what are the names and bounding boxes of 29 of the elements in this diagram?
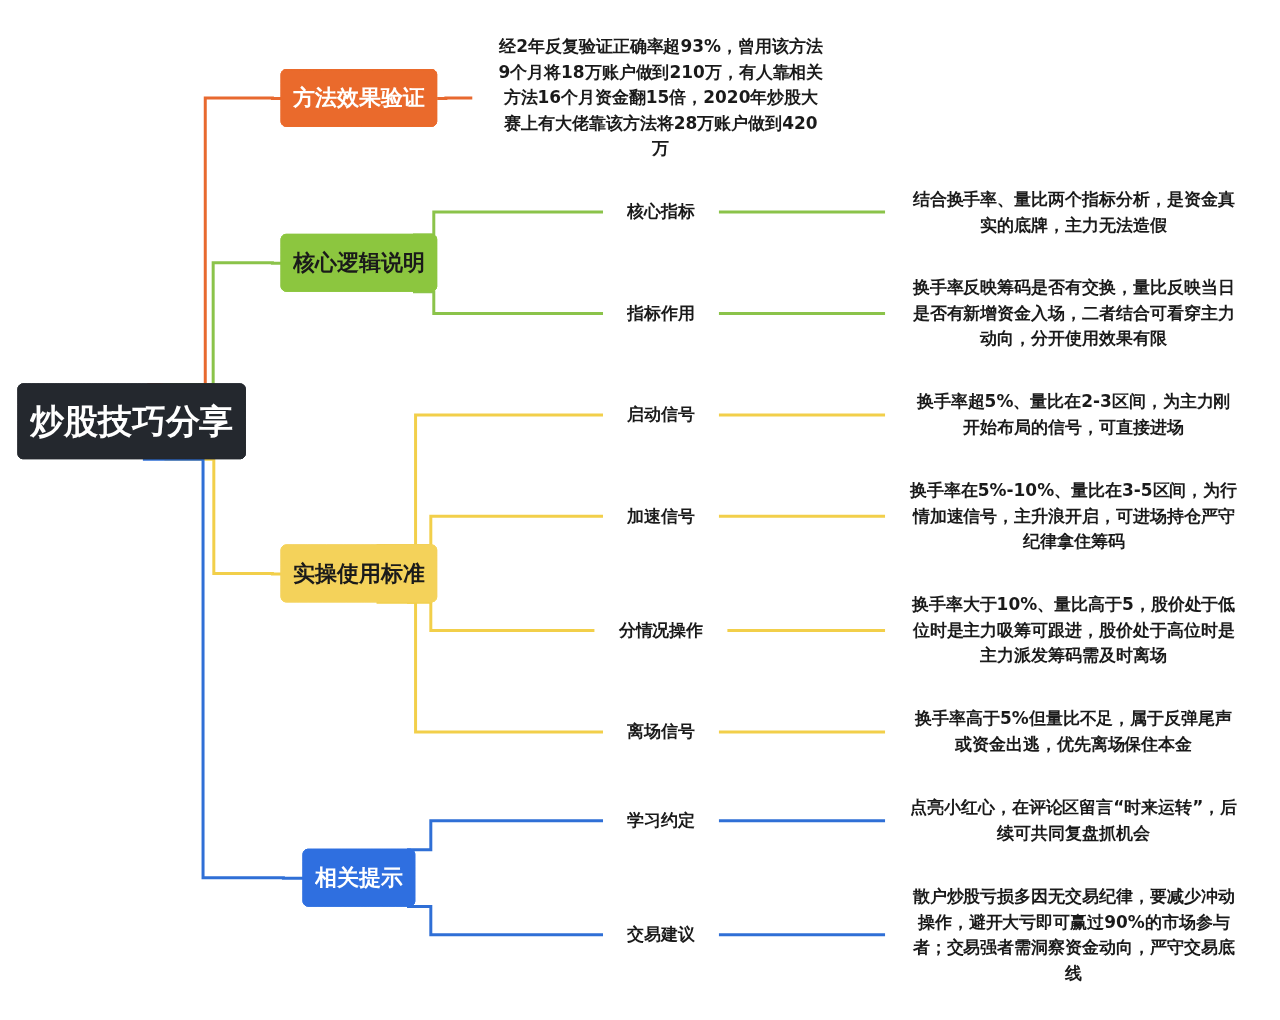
connector	[718, 514, 886, 518]
node-text: 换手率高于5%但量比不足，属于反弹尾声或资金出逃，优先离场保住本金	[915, 708, 1233, 754]
connector	[376, 600, 604, 734]
node-text: 交易建议	[627, 924, 695, 944]
connector	[718, 933, 886, 937]
node-text: 指标作用	[627, 302, 695, 323]
node-text: 散户炒股亏损多因无交易纪律，要减少冲动操作，避开大亏即可赢过90%的市场参与者；交易强者需洞察资金动向，严守交易底线	[912, 885, 1235, 983]
node-text: 点亮小红心，在评论区留言“时来运转”，后续可共同复盘抓机会	[909, 797, 1238, 843]
connector	[718, 312, 886, 315]
node-text: 换手率在5%-10%、量比在3-5区间，为行情加速信号，主升浪开启，可进场持仓严守纪律拿住筹码	[909, 480, 1238, 551]
node-text: 学习约定	[627, 809, 695, 830]
node-text: 加速信号	[627, 505, 695, 526]
connector	[718, 819, 886, 823]
node-text: 换手率反映筹码是否有交换，量比反映当日是否有新增资金入场，二者结合可看穿主力动向，分开使用效果有限	[912, 277, 1235, 349]
node-text: 换手率超5%、量比在2-3区间，为主力刚开始布局的信号，可直接进场	[916, 391, 1231, 437]
node-text: 经2年反复验证正确率超93%，曾用该方法9个月将18万账户做到210万，有人靠相关方法16个月资金翻15倍，2020年炒股大赛上有大佬靠该方法将28万账户做到420万	[498, 36, 824, 158]
connector	[718, 730, 886, 734]
node-text: 结合换手率、量比两个指标分析，是资金真实的底牌，主力无法造假	[912, 188, 1235, 234]
connector	[413, 290, 604, 315]
connector	[727, 629, 886, 632]
connector	[407, 905, 604, 937]
node-text: 分情况操作	[618, 619, 704, 640]
node-text: 启动信号	[627, 404, 695, 425]
connector	[718, 413, 886, 417]
node-text: 离场信号	[627, 721, 695, 742]
connector	[437, 96, 473, 100]
node-text: 核心指标	[627, 201, 695, 222]
node-text: 换手率大于10%、量比高于5，股价处于低位时是主力吸筹可跟进，股价处于高位时是主力派发筹码需及时离场	[911, 594, 1236, 666]
connector	[718, 210, 886, 214]
